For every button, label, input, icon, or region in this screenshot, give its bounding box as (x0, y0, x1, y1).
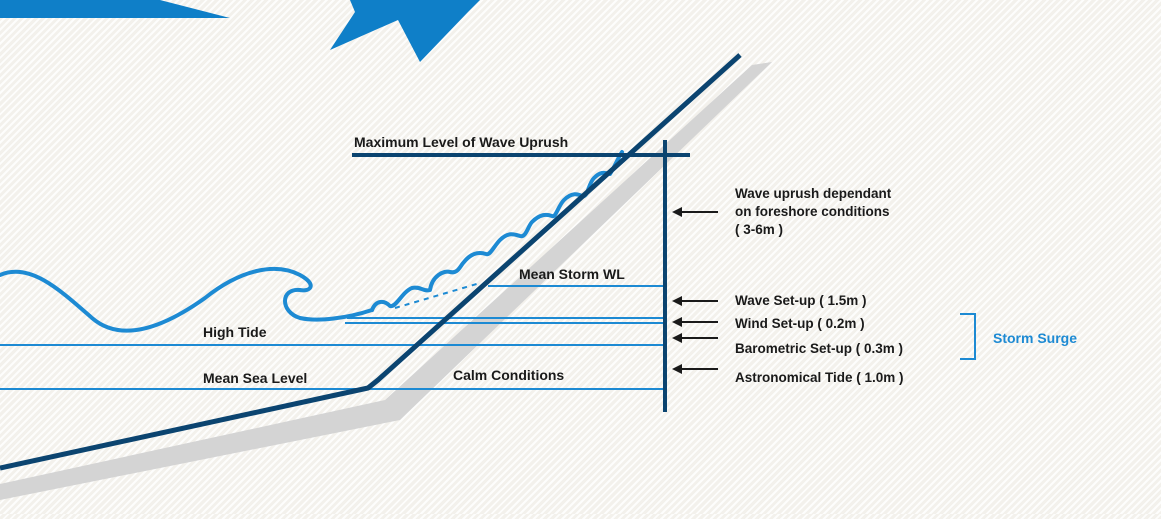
max-uprush-label: Maximum Level of Wave Uprush (354, 134, 568, 150)
storm-surge-label: Storm Surge (993, 330, 1077, 346)
astronomical-tide-annotation: Astronomical Tide ( 1.0m ) (735, 370, 904, 385)
storm-surge-bracket (960, 313, 976, 360)
star-decoration (330, 0, 480, 62)
arrow-wave-uprush (672, 207, 718, 217)
wave-uprush-annotation-line2: on foreshore conditions (735, 204, 890, 219)
mean-sea-level-label: Mean Sea Level (203, 370, 307, 386)
wave-uprush-annotation-line1: Wave uprush dependant (735, 186, 892, 201)
arrow-astronomical-tide (672, 364, 718, 374)
high-tide-label: High Tide (203, 324, 267, 340)
shore-shadow (0, 62, 772, 500)
barometric-setup-annotation: Barometric Set-up ( 0.3m ) (735, 341, 903, 356)
seabed-shore-line (0, 53, 742, 471)
wave-setup-dashed-line (394, 282, 481, 309)
wave-uprush-annotation-line3: ( 3-6m ) (735, 222, 783, 237)
arrow-barometric-setup (672, 333, 718, 343)
top-banner-shape (0, 0, 230, 18)
mean-storm-wl-label: Mean Storm WL (519, 266, 625, 282)
arrow-wave-setup (672, 296, 718, 306)
breaking-wave (0, 267, 374, 333)
calm-conditions-label: Calm Conditions (453, 367, 564, 383)
wave-setup-annotation: Wave Set-up ( 1.5m ) (735, 293, 867, 308)
wind-setup-annotation: Wind Set-up ( 0.2m ) (735, 316, 865, 331)
arrow-wind-setup (672, 317, 718, 327)
